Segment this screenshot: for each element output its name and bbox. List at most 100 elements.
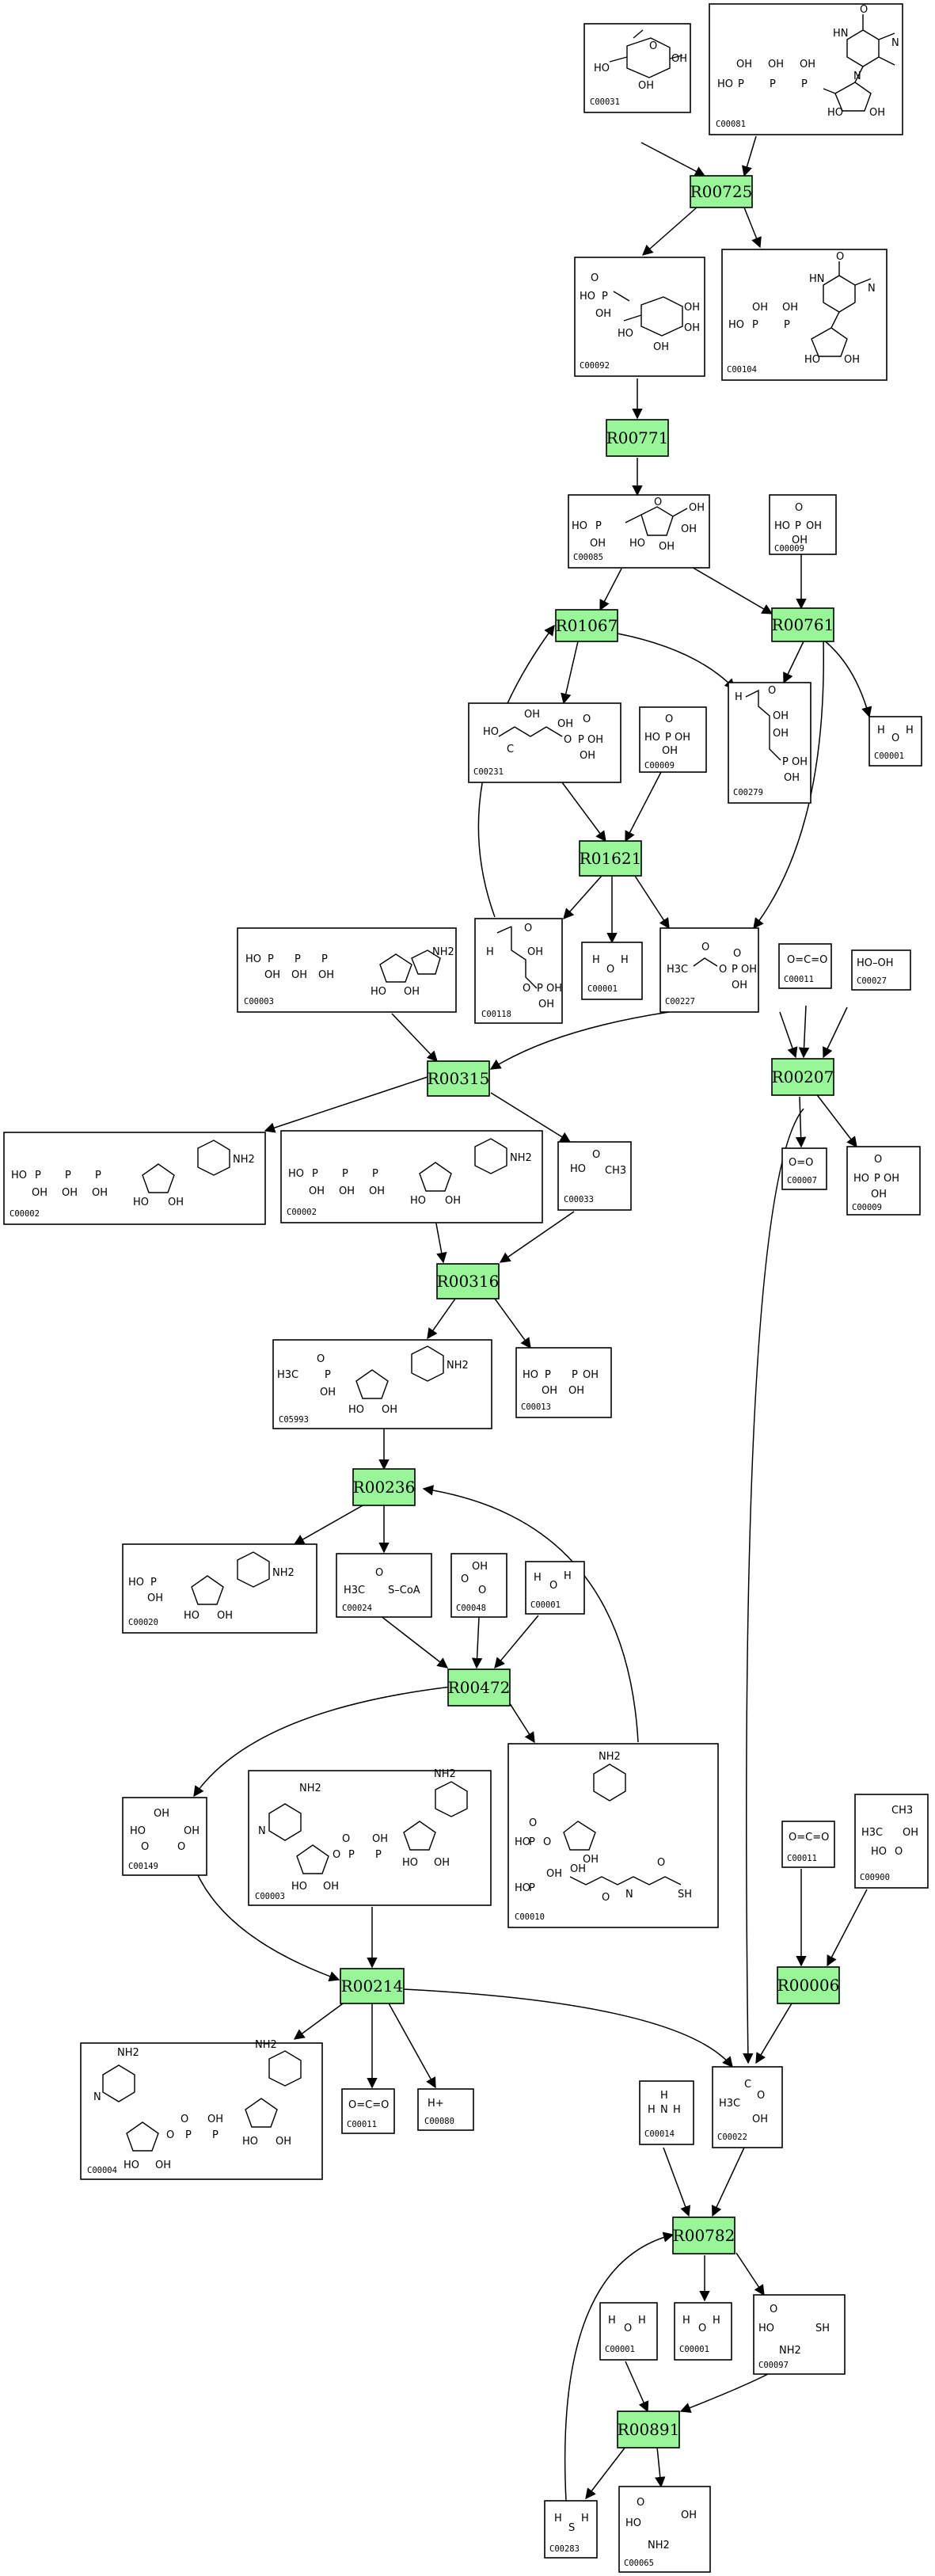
reaction-R00316[interactable]: R00316 <box>436 1263 500 1299</box>
svg-text:OH: OH <box>32 1187 48 1199</box>
reaction-R00207[interactable]: R00207 <box>771 1058 834 1096</box>
svg-text:OH: OH <box>752 2114 768 2125</box>
svg-text:P: P <box>801 78 808 90</box>
reaction-R00236[interactable]: R00236 <box>352 1468 416 1506</box>
reaction-R00761[interactable]: R00761 <box>771 607 834 642</box>
compound-C00020[interactable]: HO P OH NH2 HO OH C00020 <box>122 1543 317 1634</box>
compound-C00011-a[interactable]: O=C=O C00011 <box>778 943 832 989</box>
svg-text:P: P <box>782 756 789 768</box>
compound-C00118[interactable]: O H OH O P OH OH C00118 <box>474 918 563 1024</box>
reaction-R01621[interactable]: R01621 <box>579 840 642 877</box>
compound-C00024[interactable]: O H3C S–CoA C00024 <box>336 1553 432 1618</box>
svg-text:C00004: C00004 <box>87 2166 117 2175</box>
svg-text:O: O <box>665 713 673 725</box>
compound-C00027[interactable]: HO–OH C00027 <box>851 949 911 991</box>
compound-C00080[interactable]: H+ C00080 <box>417 2088 474 2131</box>
compound-C00011-c[interactable]: O=C=O C00011 <box>341 2088 395 2134</box>
svg-text:H: H <box>877 725 885 736</box>
compound-C00085[interactable]: O OH OH HO P OH HO OH C00085 <box>568 494 710 569</box>
compound-C00149[interactable]: OH HO OH O O C00149 <box>122 1797 207 1876</box>
svg-text:HO: HO <box>245 953 261 965</box>
svg-text:OH: OH <box>323 1881 339 1893</box>
svg-text:P: P <box>65 1170 71 1181</box>
svg-text:C00011: C00011 <box>347 2120 377 2129</box>
compound-C00010[interactable]: NH2 O P HO O P HO OH OH N SH O O OH C000… <box>507 1743 719 1928</box>
compound-C00001-c[interactable]: H O H C00001 <box>525 1561 585 1615</box>
svg-text:N: N <box>258 1825 266 1837</box>
svg-text:NH2: NH2 <box>272 1567 295 1579</box>
compound-C00003-a[interactable]: HO P P P OH OH OH NH2 HO OH C00003 <box>237 927 457 1013</box>
svg-text:O: O <box>860 4 868 16</box>
svg-text:P: P <box>372 1168 378 1180</box>
svg-text:P: P <box>295 953 301 965</box>
svg-text:OH: OH <box>583 1369 599 1381</box>
svg-text:P: P <box>150 1577 157 1589</box>
compound-C00081[interactable]: O HN N N OH OH OH HO P P P HO OH C00081 <box>709 3 903 135</box>
compound-C00279[interactable]: H O OH OH P OH OH C00279 <box>728 682 811 804</box>
svg-text:OH: OH <box>736 59 752 70</box>
compound-C00001-a[interactable]: H O H C00001 <box>868 716 922 767</box>
reaction-R00315[interactable]: R00315 <box>427 1060 490 1097</box>
compound-C00048[interactable]: OH O O C00048 <box>450 1553 507 1618</box>
reaction-R00891[interactable]: R00891 <box>617 2410 680 2449</box>
svg-text:C00085: C00085 <box>573 553 603 562</box>
svg-text:P: P <box>268 953 274 965</box>
svg-text:P: P <box>545 1369 551 1381</box>
compound-C00002-a[interactable]: HO P P P OH OH OH NH2 HO OH C00002 <box>3 1132 266 1225</box>
svg-text:HO: HO <box>242 2136 258 2148</box>
svg-text:O: O <box>701 942 709 953</box>
svg-text:CH3: CH3 <box>891 1805 913 1817</box>
compound-C00097[interactable]: O HO SH NH2 C00097 <box>753 2294 846 2375</box>
compound-C00001-b[interactable]: H O H C00001 <box>581 942 643 1000</box>
svg-text:C00002: C00002 <box>287 1208 317 1217</box>
svg-text:O: O <box>795 502 803 514</box>
reaction-R00006[interactable]: R00006 <box>777 1966 840 2004</box>
compound-C00022[interactable]: C H3C O OH C00022 <box>712 2066 783 2148</box>
compound-C00004[interactable]: NH2 N O P P O OH NH2 HO OH HO OH C00004 <box>80 2039 323 2180</box>
reaction-R00725[interactable]: R00725 <box>690 175 753 208</box>
svg-text:O: O <box>606 964 614 976</box>
svg-text:H: H <box>534 1572 542 1584</box>
compound-C00283[interactable]: H S H C00283 <box>544 2500 598 2559</box>
compound-C00009-c[interactable]: O HO P OH OH C00009 <box>846 1146 921 1216</box>
svg-text:OH: OH <box>587 734 603 746</box>
reaction-R01067[interactable]: R01067 <box>555 609 618 642</box>
svg-text:N: N <box>93 2091 101 2103</box>
compound-C00007[interactable]: O=O C00007 <box>781 1147 827 1190</box>
compound-C00014[interactable]: H H N H C00014 <box>639 2080 694 2145</box>
svg-text:C00010: C00010 <box>515 1912 545 1922</box>
svg-text:C00003: C00003 <box>244 997 274 1006</box>
compound-C00092[interactable]: O HO P OH OH OH HO OH C00092 <box>574 257 705 377</box>
compound-C00033[interactable]: HO O CH3 C00033 <box>557 1141 632 1211</box>
compound-C00900[interactable]: CH3 H3C OH HO O C00900 <box>854 1794 929 1889</box>
compound-C00002-b[interactable]: HO P P P OH OH OH NH2 HO OH C00002 <box>280 1130 543 1223</box>
compound-C00001-d[interactable]: H O H C00001 <box>599 2302 658 2361</box>
svg-text:HN: HN <box>833 28 849 40</box>
compound-C00031[interactable]: O HO OH OH C00031 <box>583 23 691 113</box>
reaction-R00472[interactable]: R00472 <box>447 1669 511 1707</box>
compound-C00227[interactable]: O O H3C O P OH OH C00227 <box>659 927 759 1013</box>
compound-C00013[interactable]: HO P P OH OH OH C00013 <box>515 1347 612 1418</box>
compound-C00104[interactable]: O HN N OH OH HO P P HO OH C00104 <box>721 249 887 381</box>
compound-C00011-b[interactable]: O=C=O C00011 <box>781 1821 835 1868</box>
svg-text:C00001: C00001 <box>530 1600 561 1610</box>
compound-C00065[interactable]: O HO OH NH2 C00065 <box>618 2486 711 2573</box>
compound-C05993[interactable]: H3C P O OH NH2 HO OH C05993 <box>272 1339 492 1429</box>
svg-text:P: P <box>212 2129 219 2141</box>
svg-text:O: O <box>177 1841 185 1853</box>
reaction-R00214[interactable]: R00214 <box>340 1968 405 2004</box>
svg-text:C00279: C00279 <box>733 788 763 797</box>
compound-C00003-b[interactable]: NH2 N O P P O OH NH2 HO OH HO OH C00003 <box>248 1768 492 1906</box>
svg-text:OH: OH <box>291 969 307 981</box>
reaction-R00782[interactable]: R00782 <box>672 2216 735 2254</box>
compound-C00009-b[interactable]: O HO P OH OH C00009 <box>639 706 707 773</box>
svg-text:C00024: C00024 <box>342 1604 372 1613</box>
compound-C00001-e[interactable]: H O H C00001 <box>674 2302 732 2361</box>
svg-text:R00207: R00207 <box>772 1067 834 1086</box>
svg-text:OH: OH <box>871 1189 887 1200</box>
compound-C00009[interactable]: O HO P OH OH C00009 <box>769 494 837 555</box>
compound-C00231[interactable]: OH OH O O P OH HO C OH C00231 <box>468 702 621 783</box>
svg-text:R01067: R01067 <box>556 616 618 635</box>
svg-text:OH: OH <box>524 709 540 721</box>
reaction-R00771[interactable]: R00771 <box>606 419 669 457</box>
